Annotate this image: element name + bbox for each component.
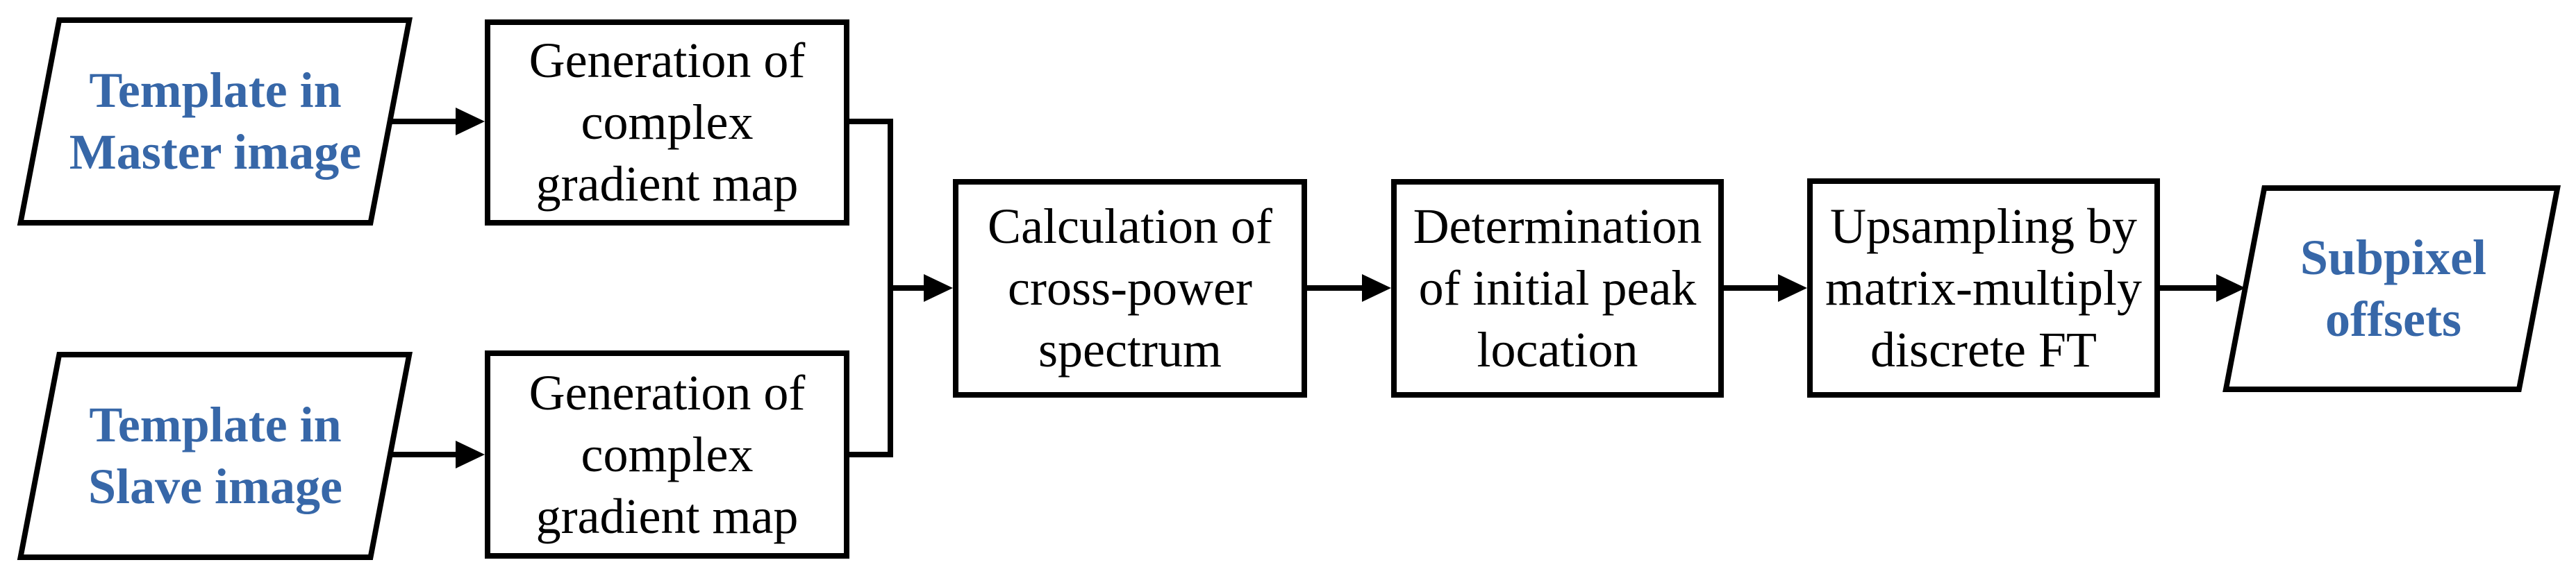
label-line: Calculation of <box>988 198 1272 254</box>
arrow-merge-to-cross-power <box>889 285 925 291</box>
label-line: Slave image <box>88 459 342 514</box>
arrow-head-icon <box>1778 274 1807 302</box>
arrow-master-to-generation <box>391 119 457 124</box>
label-line: cross-power <box>1008 260 1252 316</box>
label-line: Determination <box>1413 198 1702 254</box>
arrow-head-icon <box>2216 274 2245 302</box>
arrow-head-icon <box>1362 274 1391 302</box>
label-line: complex <box>581 426 754 482</box>
arrow-slave-to-generation <box>391 452 457 457</box>
arrow-head-icon <box>456 108 485 135</box>
label-line: Upsampling by <box>1830 198 2137 254</box>
connector-generation-top-stub <box>847 119 893 124</box>
label-line: Template in <box>89 397 342 452</box>
arrow-upsampling-to-subpixel <box>2157 285 2218 291</box>
arrow-peak-to-upsampling <box>1721 285 1779 291</box>
generation-bottom-label: Generation of complex gradient map <box>485 350 849 559</box>
label-line: Subpixel <box>2300 230 2487 285</box>
label-line: Template in <box>89 62 342 118</box>
arrow-cross-power-to-peak <box>1304 285 1363 291</box>
process-box-cross-power <box>953 179 1307 398</box>
label-line: Generation of <box>529 364 806 421</box>
label-line: of initial peak <box>1418 260 1697 316</box>
process-box-upsampling <box>1807 178 2160 398</box>
label-line: matrix-multiply <box>1825 260 2142 316</box>
template-master-label: Template in Master image <box>17 17 413 226</box>
template-slave-label: Template in Slave image <box>17 352 413 560</box>
label-line: Generation of <box>529 33 806 88</box>
generation-top-label: Generation of complex gradient map <box>485 19 849 226</box>
peak-location-label: Determination of initial peak location <box>1391 179 1724 398</box>
connector-generation-bottom-stub <box>847 452 893 457</box>
process-box-generation-top <box>485 19 849 226</box>
process-box-generation-bottom <box>485 350 849 559</box>
label-line: offsets <box>2325 291 2461 347</box>
label-line: complex <box>581 94 754 150</box>
subpixel-offsets-label: Subpixel offsets <box>2226 185 2561 392</box>
cross-power-label: Calculation of cross-power spectrum <box>953 179 1307 398</box>
label-line: spectrum <box>1038 322 1222 378</box>
label-line: discrete FT <box>1870 321 2097 378</box>
arrow-head-icon <box>456 441 485 468</box>
label-line: gradient map <box>535 488 799 544</box>
upsampling-label: Upsampling by matrix-multiply discrete F… <box>1807 178 2160 398</box>
arrow-head-icon <box>924 274 953 302</box>
label-line: location <box>1477 322 1638 378</box>
label-line: gradient map <box>535 156 799 212</box>
label-line: Master image <box>69 124 362 180</box>
